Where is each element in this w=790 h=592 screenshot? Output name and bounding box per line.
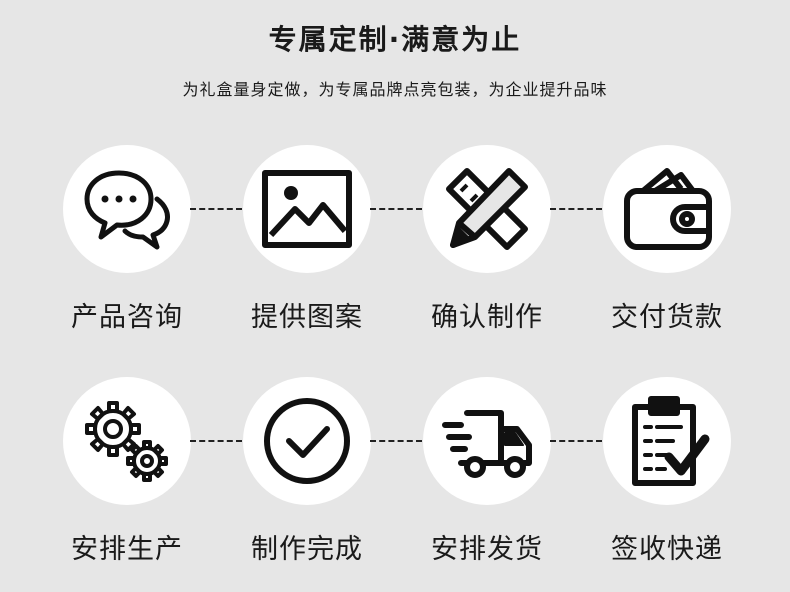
process-row-2: 安排生产 制作完成 安排发货 (0, 377, 790, 577)
step-circle (603, 145, 731, 273)
page-title: 专属定制·满意为止 (268, 23, 522, 56)
image-icon (262, 170, 352, 248)
connector-dash (190, 208, 242, 210)
step-label: 安排发货 (431, 534, 543, 565)
step-label: 签收快递 (611, 534, 723, 565)
page-subtitle: 为礼盒量身定做，为专属品牌点亮包装，为企业提升品味 (182, 80, 608, 99)
step-label: 确认制作 (431, 302, 543, 333)
step-circle (63, 377, 191, 505)
step-product-consult: 产品咨询 (52, 145, 202, 334)
step-circle (423, 145, 551, 273)
check-circle-icon (264, 398, 350, 484)
step-circle (603, 377, 731, 505)
step-circle (423, 377, 551, 505)
delivery-truck-icon (442, 410, 532, 478)
pencil-ruler-icon (446, 168, 528, 250)
step-production-done: 制作完成 (232, 377, 382, 566)
connector-dash (370, 208, 422, 210)
step-label: 提供图案 (251, 302, 363, 333)
step-circle (243, 145, 371, 273)
connector-dash (190, 440, 242, 442)
connector-dash (550, 440, 602, 442)
step-pay: 交付货款 (592, 145, 742, 334)
step-arrange-production: 安排生产 (52, 377, 202, 566)
process-row-1: 产品咨询 提供图案 确认制作 (0, 145, 790, 345)
step-label: 交付货款 (611, 302, 723, 333)
step-sign-receipt: 签收快递 (592, 377, 742, 566)
step-confirm-production: 确认制作 (412, 145, 562, 334)
wallet-icon (624, 168, 712, 250)
step-label: 产品咨询 (71, 302, 183, 333)
step-circle (63, 145, 191, 273)
chat-bubbles-icon (84, 170, 170, 250)
clipboard-check-icon (632, 396, 710, 486)
step-provide-pattern: 提供图案 (232, 145, 382, 334)
step-circle (243, 377, 371, 505)
gears-icon (85, 401, 168, 482)
step-label: 安排生产 (71, 534, 183, 565)
connector-dash (550, 208, 602, 210)
connector-dash (370, 440, 422, 442)
step-arrange-shipping: 安排发货 (412, 377, 562, 566)
step-label: 制作完成 (251, 534, 363, 565)
